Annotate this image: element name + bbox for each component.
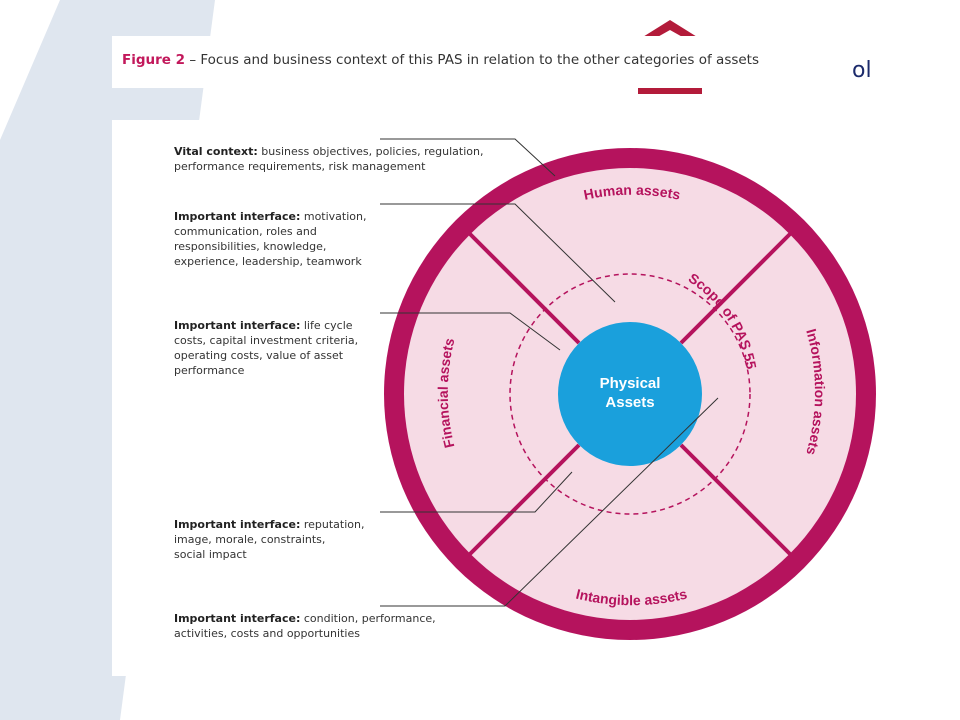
physical-assets-core [558, 322, 702, 466]
callout-line: life cycle [300, 319, 353, 332]
divider-line [679, 443, 792, 556]
leader-human [380, 203, 616, 303]
callout-intangible-interface: Important interface: reputation, image, … [174, 517, 364, 562]
scope-boundary [509, 273, 751, 515]
logo-text: ol [852, 58, 872, 83]
center-label-line2: Assets [605, 394, 654, 411]
callout-vital-context: Vital context: business objectives, poli… [174, 144, 483, 174]
callout-line: communication, roles and [174, 225, 317, 238]
divider-line [679, 232, 792, 345]
callout-financial-interface: Important interface: life cycle costs, c… [174, 318, 358, 378]
divider-line [468, 232, 581, 345]
callout-line: experience, leadership, teamwork [174, 255, 362, 268]
figure-title: – Focus and business context of this PAS… [185, 52, 760, 68]
financial-assets-label: Financial assets [435, 336, 458, 449]
callout-line: reputation, [300, 518, 365, 531]
caption-panel [112, 36, 848, 88]
category-dividers [468, 232, 792, 556]
divider-line [468, 443, 581, 556]
callout-label: Important interface: [174, 210, 301, 223]
callout-line: operating costs, value of asset [174, 349, 344, 362]
callout-line: business objectives, policies, regulatio… [257, 145, 484, 158]
leader-financial [380, 312, 561, 351]
leader-information [380, 397, 719, 607]
leader-vital-context [380, 138, 556, 177]
callout-label: Important interface: [174, 518, 301, 531]
company-logo-icon [638, 20, 702, 94]
callout-line: activities, costs and opportunities [174, 627, 360, 640]
human-assets-label: Human assets [582, 182, 682, 203]
callout-human-interface: Important interface: motivation, communi… [174, 209, 367, 269]
callout-line: costs, capital investment criteria, [174, 334, 359, 347]
callout-label: Important interface: [174, 612, 301, 625]
outer-ring-label: Total business [574, 106, 689, 129]
intangible-assets-label: Intangible assets [574, 586, 688, 609]
figure-caption: Figure 2 – Focus and business context of… [122, 52, 759, 68]
callout-line: performance [174, 364, 245, 377]
callout-line: performance requirements, risk managemen… [174, 160, 426, 173]
callout-label: Important interface: [174, 319, 301, 332]
center-label-line1: Physical [600, 375, 661, 392]
callout-line: responsibilities, knowledge, [174, 240, 327, 253]
callout-label: Vital context: [174, 145, 258, 158]
callout-information-interface: Important interface: condition, performa… [174, 611, 436, 641]
callout-line: image, morale, constraints, [174, 533, 326, 546]
callout-line: motivation, [300, 210, 367, 223]
figure-number: Figure 2 [122, 52, 186, 68]
callout-line: condition, performance, [300, 612, 436, 625]
callout-line: social impact [174, 548, 247, 561]
leader-lines [380, 138, 719, 607]
leader-intangible [380, 471, 573, 513]
